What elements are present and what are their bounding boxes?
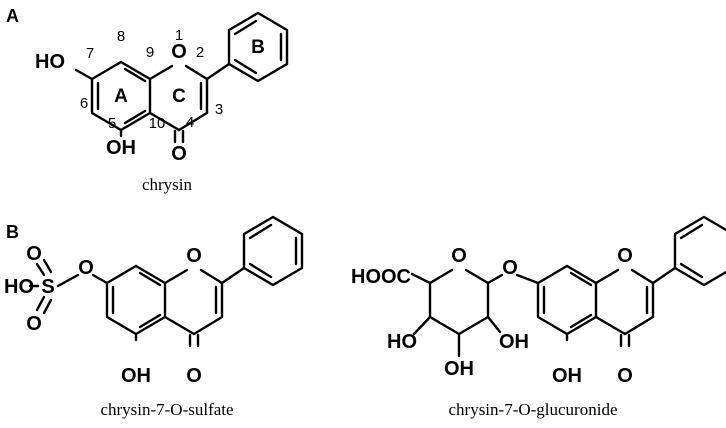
sulfate-caption: chrysin-7-O-sulfate xyxy=(100,400,233,419)
position-number-3: 3 xyxy=(215,101,223,118)
glucuronide-atom-o-link: O xyxy=(502,257,518,279)
position-number-2: 2 xyxy=(196,44,204,61)
chrysin-caption: chrysin xyxy=(142,175,193,194)
ring-label-b: B xyxy=(251,37,265,58)
glucuronide-atom-oh5: OH xyxy=(552,365,582,387)
chrysin-7-o-glucuronide-structure: O O OH O O HOOC HO OH OH chrysin-7-O-glu… xyxy=(351,215,726,419)
chrysin-ring-c-bonds xyxy=(148,64,209,144)
sulfate-ring-a-bonds xyxy=(105,264,167,336)
sulfate-atom-o-down: O xyxy=(26,313,42,335)
position-number-5: 5 xyxy=(108,115,116,132)
position-number-6: 6 xyxy=(80,95,88,112)
position-number-4: 4 xyxy=(186,114,194,131)
sulfate-atom-o-up: O xyxy=(26,243,42,265)
glucuronide-atom-o4: O xyxy=(617,365,633,387)
sulfate-ring-c-bonds xyxy=(163,268,224,348)
ring-label-a: A xyxy=(114,86,128,107)
glucuronide-atom-o-ring: O xyxy=(451,245,467,267)
glucuronide-atom-ho2: HO xyxy=(387,331,417,353)
chrysin-ring-b-bonds xyxy=(205,11,289,83)
sulfate-group-bonds xyxy=(28,258,109,315)
glucuronide-atom-o1: O xyxy=(617,245,633,267)
chrysin-c7-oh-bond xyxy=(74,68,94,81)
ring-label-c: C xyxy=(172,86,186,107)
sulfate-atom-o4: O xyxy=(186,365,202,387)
chrysin-7-o-sulfate-structure: O O OH O S HO O O chrysin-7-O-sulfate xyxy=(4,215,304,419)
sulfate-atom-oh5: OH xyxy=(121,365,151,387)
glucuronide-ring-a-bonds xyxy=(536,264,598,336)
sulfate-atom-o1: O xyxy=(186,245,202,267)
sulfate-atom-o-link: O xyxy=(78,257,94,279)
sulfate-ring-b-bonds xyxy=(220,215,304,287)
glucuronide-atom-hooc: HOOC xyxy=(351,266,411,288)
chrysin-atom-oh5: OH xyxy=(106,137,136,159)
glucuronide-caption: chrysin-7-O-glucuronide xyxy=(448,400,617,419)
chrysin-atom-ho7: HO xyxy=(35,51,65,73)
chrysin-atom-o4: O xyxy=(171,143,187,165)
panel-label-b: B xyxy=(6,222,19,242)
glucuronide-ring-c-bonds xyxy=(594,268,655,348)
position-number-7: 7 xyxy=(86,45,94,62)
position-number-1: 1 xyxy=(175,27,183,44)
chrysin-atom-o1: O xyxy=(171,41,187,63)
position-number-9: 9 xyxy=(146,44,154,61)
sulfate-atom-ho: HO xyxy=(4,276,34,298)
glucuronide-atom-oh4: OH xyxy=(499,331,529,353)
glucuronide-ring-b-bonds xyxy=(651,215,726,287)
position-number-8: 8 xyxy=(117,28,125,45)
glucuronide-atom-oh3: OH xyxy=(444,358,474,380)
chrysin-structure: A O O xyxy=(6,6,289,194)
sulfate-atom-s: S xyxy=(41,276,54,298)
panel-label-a: A xyxy=(6,6,19,26)
glucuronide-sugar-ring-bonds xyxy=(410,268,540,358)
position-number-10: 10 xyxy=(149,115,166,132)
